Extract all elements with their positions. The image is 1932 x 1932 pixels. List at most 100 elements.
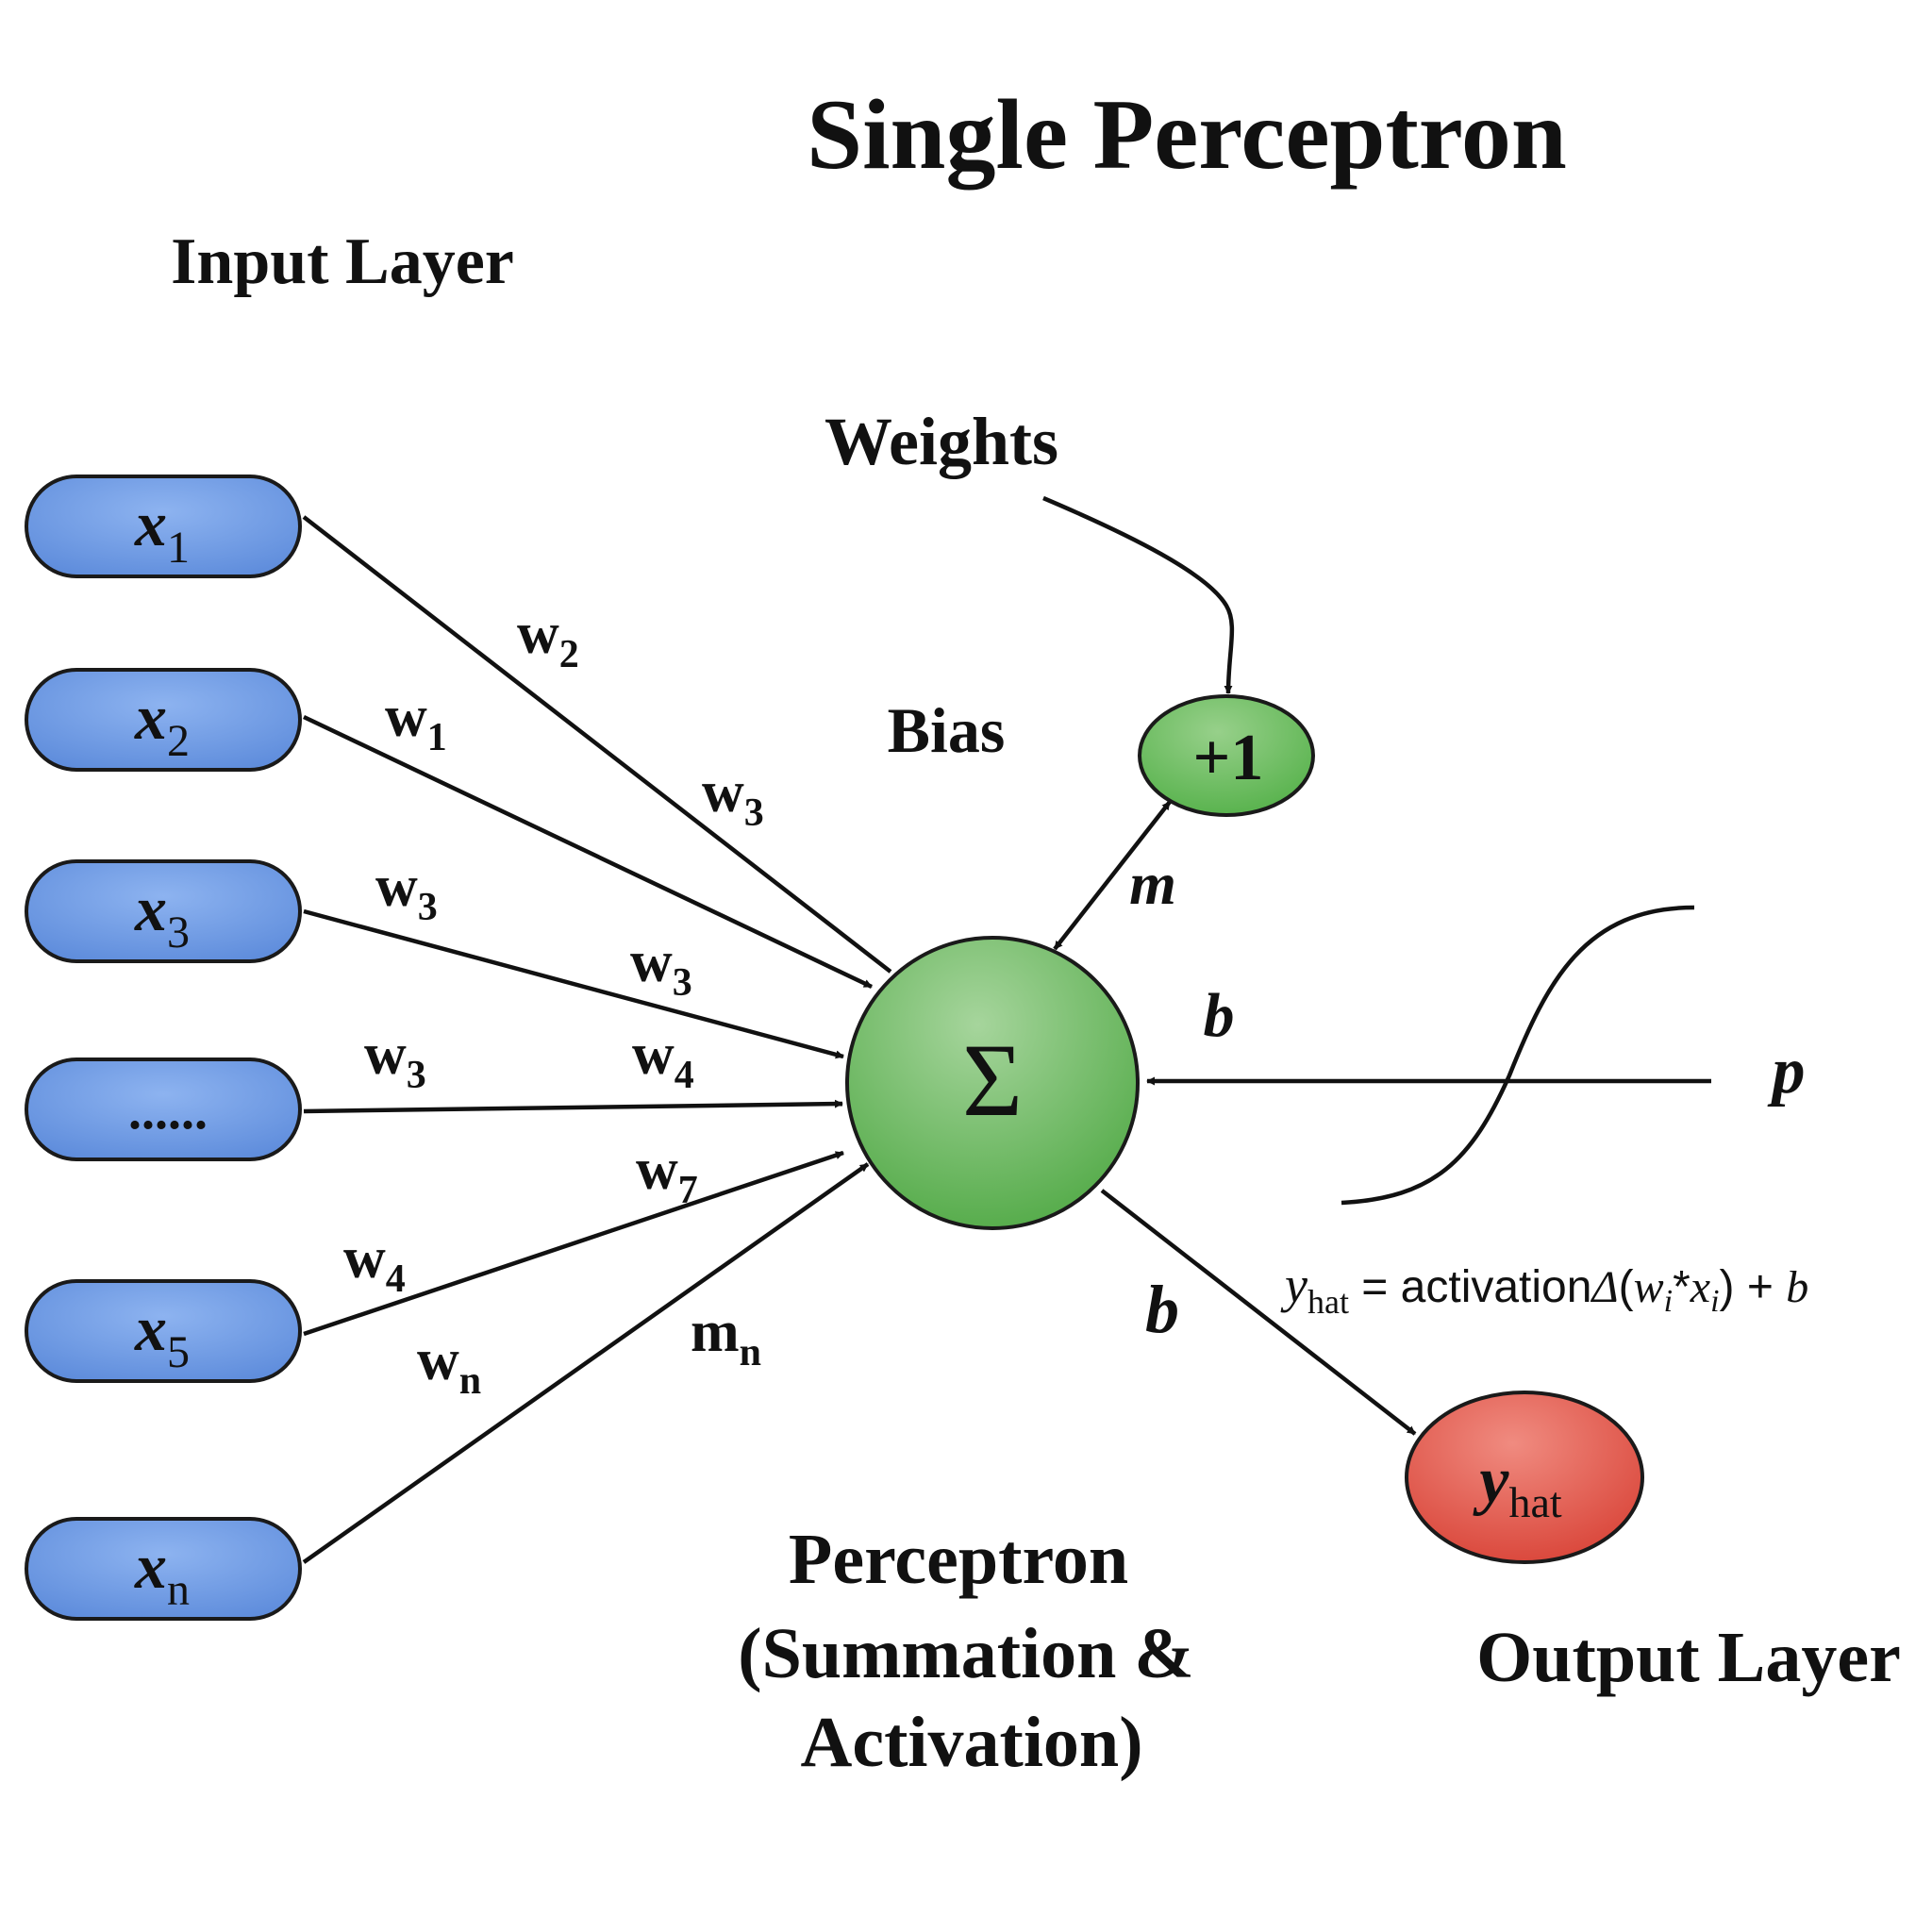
weight-labels: w2 w1 w3 w3 w3 w3 w4 w7 w4 wn mn bbox=[343, 602, 764, 1403]
output-layer-label: Output Layer bbox=[1476, 1618, 1901, 1697]
input-node-label: x bbox=[134, 488, 167, 559]
activation-formula: yhat = activationΔ(wi*xi) + b bbox=[1280, 1257, 1808, 1321]
sigma-symbol: Σ bbox=[962, 1023, 1023, 1138]
b-label-upper: b bbox=[1204, 981, 1235, 1050]
input-node-subscript: n bbox=[167, 1565, 190, 1615]
bias-label: Bias bbox=[888, 694, 1006, 766]
input-node-subscript: 5 bbox=[167, 1327, 190, 1377]
weight-subscript: n bbox=[740, 1331, 761, 1374]
formula-w-sub: i bbox=[1664, 1284, 1673, 1319]
svg-text:x5: x5 bbox=[134, 1292, 190, 1377]
formula-x-sub: i bbox=[1710, 1284, 1719, 1319]
input-node-label: x bbox=[134, 681, 167, 753]
svg-text:x1: x1 bbox=[134, 488, 190, 573]
svg-text:yhat: yhat bbox=[1473, 1444, 1561, 1526]
input-node-x1: x1 bbox=[25, 475, 302, 578]
weights-arrow bbox=[1042, 495, 1235, 694]
input-node-subscript: 1 bbox=[167, 523, 190, 573]
perceptron-caption: Perceptron (Summation & Activation) bbox=[738, 1520, 1193, 1782]
formula-b: b bbox=[1786, 1262, 1808, 1312]
input-node-x5: x5 bbox=[25, 1279, 302, 1383]
edge-x5 bbox=[303, 1150, 844, 1337]
formula-star: * bbox=[1673, 1262, 1690, 1312]
input-node-label: x bbox=[134, 873, 167, 944]
svg-text:w3: w3 bbox=[630, 930, 692, 1005]
svg-text:mn: mn bbox=[691, 1300, 761, 1374]
input-node-ellipsis: ...... bbox=[25, 1058, 302, 1161]
weight-subscript: 1 bbox=[427, 716, 447, 759]
weight-subscript: 3 bbox=[407, 1054, 426, 1097]
perceptron-caption-line3: Activation) bbox=[800, 1703, 1142, 1782]
formula-y-sub: hat bbox=[1307, 1283, 1349, 1321]
sigmoid-curve bbox=[1341, 905, 1695, 1206]
formula-open: ( bbox=[1619, 1262, 1634, 1312]
input-node-subscript: 2 bbox=[167, 716, 190, 766]
weight-label: w bbox=[417, 1328, 459, 1392]
input-node-label: ...... bbox=[128, 1082, 208, 1141]
input-node-xn: xn bbox=[25, 1517, 302, 1621]
bias-node-value: +1 bbox=[1193, 722, 1264, 794]
input-node-subscript: 3 bbox=[167, 908, 190, 958]
input-node-label: x bbox=[134, 1292, 167, 1364]
edge-x1 bbox=[302, 515, 892, 974]
weight-subscript: 3 bbox=[744, 791, 764, 835]
weight-label: w bbox=[375, 855, 418, 919]
input-node-x2: x2 bbox=[25, 668, 302, 772]
svg-text:xn: xn bbox=[134, 1530, 190, 1615]
output-arrow bbox=[1100, 1189, 1417, 1436]
weight-label: w bbox=[343, 1226, 386, 1291]
input-edges bbox=[302, 515, 892, 1564]
bias-sum-arrow bbox=[1053, 800, 1172, 951]
svg-text:w4: w4 bbox=[343, 1226, 406, 1301]
b-label-lower: b bbox=[1145, 1272, 1179, 1347]
weight-subscript: n bbox=[459, 1359, 481, 1403]
edge-x2 bbox=[303, 714, 873, 990]
perceptron-caption-line1: Perceptron bbox=[789, 1520, 1128, 1599]
svg-text:w2: w2 bbox=[517, 602, 579, 676]
formula-text: = activation bbox=[1349, 1262, 1591, 1312]
input-layer-label: Input Layer bbox=[171, 225, 514, 298]
svg-text:w1: w1 bbox=[385, 685, 447, 759]
edge-dots bbox=[303, 1099, 843, 1114]
output-node: yhat bbox=[1405, 1391, 1644, 1564]
p-label: p bbox=[1768, 1035, 1806, 1108]
weight-label: m bbox=[691, 1300, 740, 1364]
m-label: m bbox=[1129, 850, 1176, 917]
formula-w: w bbox=[1634, 1262, 1664, 1312]
formula-y: y bbox=[1280, 1257, 1307, 1313]
svg-text:x3: x3 bbox=[134, 873, 190, 958]
weight-label: w bbox=[702, 760, 744, 824]
perceptron-caption-line2: (Summation & bbox=[738, 1614, 1193, 1693]
weight-label: w bbox=[632, 1023, 675, 1087]
weight-label: w bbox=[636, 1138, 678, 1202]
diagram-title: Single Perceptron bbox=[807, 79, 1567, 190]
output-node-subscript: hat bbox=[1508, 1478, 1561, 1526]
input-node-x3: x3 bbox=[25, 859, 302, 963]
svg-text:w3: w3 bbox=[702, 760, 764, 835]
input-node-label: x bbox=[134, 1530, 167, 1602]
summation-node: Σ bbox=[845, 936, 1140, 1230]
weight-subscript: 3 bbox=[673, 961, 692, 1005]
weight-subscript: 3 bbox=[418, 886, 438, 929]
weight-label: w bbox=[517, 602, 559, 666]
svg-text:wn: wn bbox=[417, 1328, 481, 1403]
weight-subscript: 7 bbox=[678, 1169, 698, 1212]
svg-text:w7: w7 bbox=[636, 1138, 698, 1212]
weight-subscript: 2 bbox=[559, 633, 579, 676]
weight-label: w bbox=[630, 930, 673, 994]
svg-text:w3: w3 bbox=[375, 855, 438, 929]
weight-subscript: 4 bbox=[675, 1054, 694, 1097]
svg-text:x2: x2 bbox=[134, 681, 190, 766]
weight-label: w bbox=[364, 1023, 407, 1087]
bias-node: +1 bbox=[1138, 694, 1315, 817]
output-node-label: y bbox=[1473, 1444, 1509, 1517]
edge-x3 bbox=[303, 908, 844, 1059]
input-nodes: x1 x2 x3 ...... x5 xn bbox=[25, 475, 302, 1621]
svg-text:w4: w4 bbox=[632, 1023, 694, 1097]
edge-xn bbox=[302, 1162, 870, 1564]
formula-sigma: Δ bbox=[1590, 1262, 1618, 1312]
weight-label: w bbox=[385, 685, 427, 749]
weights-label: Weights bbox=[824, 404, 1058, 479]
svg-text:w3: w3 bbox=[364, 1023, 426, 1097]
formula-x: x bbox=[1690, 1262, 1710, 1312]
